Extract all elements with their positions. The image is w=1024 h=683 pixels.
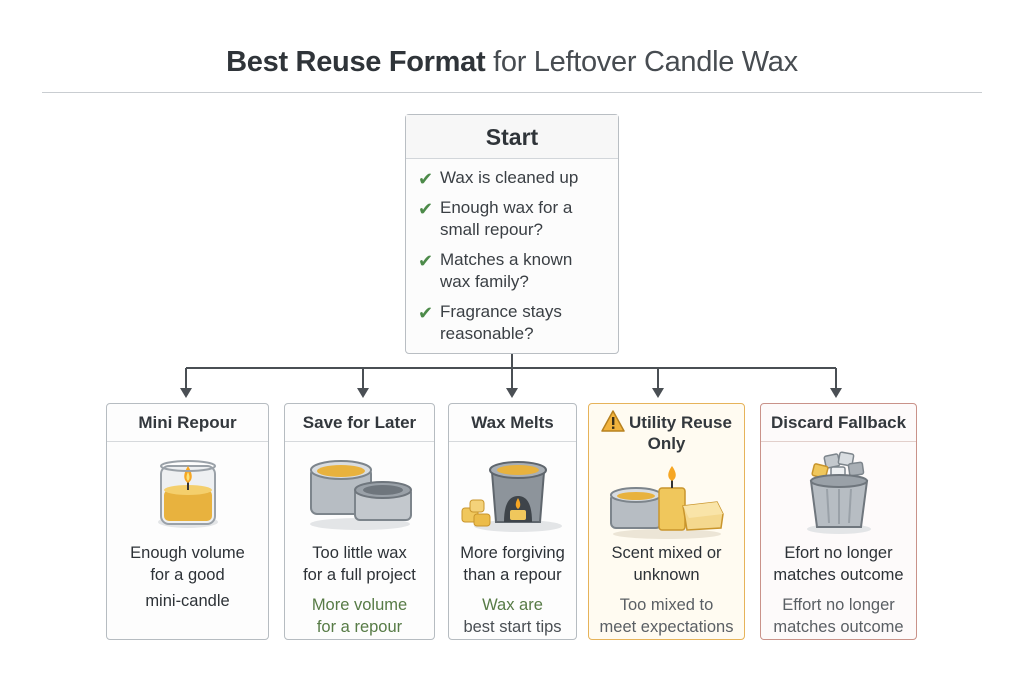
illustration: [107, 442, 268, 542]
arrow-3: [506, 388, 518, 398]
option-description: Too little wax for a full project: [303, 544, 416, 584]
option-utility-reuse: Utility Reuse Only Scent mixed or unknow…: [588, 403, 745, 640]
illustration: [761, 442, 916, 542]
page-title: Best Reuse Format for Leftover Candle Wa…: [0, 46, 1024, 79]
arrow-5: [830, 388, 842, 398]
check-item: ✔Wax is cleaned up: [418, 168, 579, 189]
option-heading: Mini Repour: [107, 404, 268, 442]
glass-candle-icon: [157, 460, 218, 528]
option-save-for-later: Save for Later Too little wax for a full…: [284, 403, 435, 640]
check-icon: ✔: [418, 303, 434, 323]
warning-icon: [601, 410, 625, 432]
start-box: Start ✔Wax is cleaned up ✔Enough wax for…: [405, 114, 619, 354]
bucket-scraps-icon: [806, 451, 871, 534]
start-heading: Start: [406, 115, 618, 159]
arrow-4: [652, 388, 664, 398]
option-tip: More volume for a repour: [311, 596, 408, 636]
check-icon: ✔: [418, 169, 434, 189]
option-mini-repour: Mini Repour Enough volume for a good min…: [106, 403, 269, 640]
arrow-2: [357, 388, 369, 398]
option-heading: Utility Reuse Only: [589, 404, 744, 462]
option-heading: Save for Later: [285, 404, 434, 442]
title-bold: Best Reuse Format: [226, 46, 486, 78]
option-description: Scent mixed or unknown: [611, 544, 722, 584]
option-heading: Wax Melts: [449, 404, 576, 442]
illustration: [449, 442, 576, 542]
check-icon: ✔: [418, 251, 434, 271]
option-wax-melts: Wax Melts More forgiving than a repour W…: [448, 403, 577, 640]
illustration: [589, 462, 744, 542]
option-discard-fallback: Discard Fallback Efort no longer matches…: [760, 403, 917, 640]
option-tip: Wax are best start tips: [463, 596, 562, 636]
arrow-1: [180, 388, 192, 398]
check-icon: ✔: [418, 199, 434, 219]
option-heading: Discard Fallback: [761, 404, 916, 442]
option-description: Efort no longer matches outcome: [773, 544, 904, 584]
tin-and-candle-icon: [609, 466, 724, 539]
wax-warmer-icon: [461, 461, 562, 532]
title-divider: [42, 92, 982, 93]
option-tip: Too mixed to meet expectations: [599, 596, 734, 636]
option-description: More forgiving than a repour: [460, 544, 565, 584]
option-tip: Effort no longer matches outcome: [773, 596, 904, 636]
option-description: Enough volume for a good mini-candle: [130, 544, 245, 610]
illustration: [285, 442, 434, 542]
tins-icon: [309, 460, 412, 530]
title-rest: for Leftover Candle Wax: [493, 46, 798, 78]
